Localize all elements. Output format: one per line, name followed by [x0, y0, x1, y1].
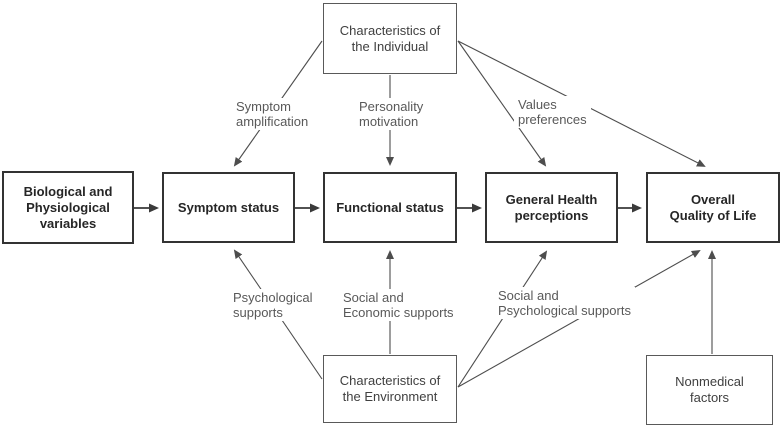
- arrow-individual-to-general-health: [457, 40, 547, 167]
- box-general-health-perceptions: General Health perceptions: [485, 172, 618, 243]
- label-social-psychological-supports: Social and Psychological supports: [494, 287, 635, 319]
- box-symptom-status-text: Symptom status: [177, 199, 280, 215]
- label-psychological-supports: Psychological supports: [229, 289, 317, 321]
- box-nonmedical-factors-text: Nonmedical factors: [675, 374, 744, 405]
- box-general-health-perceptions-text: General Health perceptions: [505, 191, 598, 223]
- box-characteristics-of-individual-text: Characteristics of the Individual: [339, 22, 441, 54]
- box-functional-status: Functional status: [323, 172, 457, 243]
- box-characteristics-of-environment: Characteristics of the Environment: [323, 355, 457, 423]
- label-symptom-amplification: Symptom amplification: [232, 98, 313, 130]
- box-overall-quality-of-life: Overall Quality of Life: [646, 172, 780, 243]
- box-characteristics-of-environment-text: Characteristics of the Environment: [339, 373, 441, 404]
- box-overall-quality-of-life-text: Overall Quality of Life: [669, 191, 757, 223]
- label-personality-motivation: Personality motivation: [355, 98, 428, 130]
- box-symptom-status: Symptom status: [162, 172, 295, 243]
- arrow-environment-to-overall-qol: [457, 250, 701, 388]
- label-social-economic-supports: Social and Economic supports: [339, 289, 458, 321]
- arrow-environment-to-general-health: [457, 250, 548, 388]
- box-functional-status-text: Functional status: [336, 199, 444, 215]
- box-nonmedical-factors: Nonmedical factors: [646, 355, 773, 425]
- box-biological-physiological-variables: Biological and Physiological variables: [2, 171, 134, 244]
- box-biological-physiological-variables-text: Biological and Physiological variables: [23, 183, 113, 231]
- label-values-preferences: Values preferences: [514, 96, 591, 128]
- box-characteristics-of-individual: Characteristics of the Individual: [323, 3, 457, 74]
